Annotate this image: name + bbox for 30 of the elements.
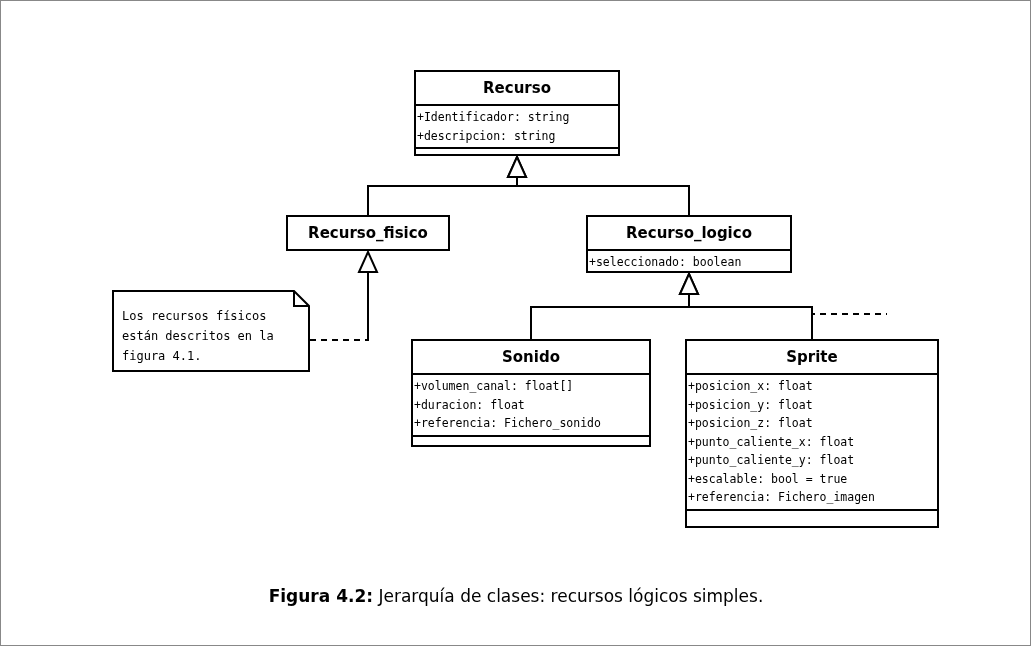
attribute-text: +escalable: bool = true — [688, 470, 849, 488]
attribute-text: +referencia: Fichero_sonido — [414, 415, 602, 432]
class-name: Sonido — [502, 349, 560, 365]
class-box — [411, 339, 651, 447]
class-name: Recurso_logico — [626, 225, 752, 241]
attribute-text: +seleccionado: boolean — [589, 254, 743, 271]
class-name: Sprite — [786, 349, 838, 365]
attribute-text: +posicion_y: float — [688, 396, 814, 414]
attribute-text: +punto_caliente_x: float — [688, 433, 856, 451]
note-shape — [112, 290, 310, 372]
class-box — [414, 70, 620, 156]
attribute-text: +descripcion: string — [417, 127, 557, 145]
dashed-connector — [309, 339, 369, 341]
class-box — [685, 339, 939, 528]
attribute-text: +duracion: float — [414, 396, 526, 414]
note-text: Los recursos físicos están descritos en la figura 4.1. — [122, 308, 274, 365]
attribute-text: +punto_caliente_y: float — [688, 452, 856, 469]
class-box — [586, 215, 792, 273]
generalization-arrow — [358, 251, 378, 342]
attribute-text: +posicion_x: float — [688, 378, 814, 395]
figure-caption: Figura 4.2: Jerarquía de clases: recursos lógicos simples. — [268, 585, 764, 608]
class-box — [286, 215, 450, 251]
attribute-text: +posicion_z: float — [688, 415, 814, 432]
generalization-arrow — [679, 273, 813, 340]
attribute-text: +referencia: Fichero_imagen — [688, 489, 876, 506]
attribute-text: +volumen_canal: float[] — [414, 378, 575, 395]
generalization-arrow — [507, 156, 690, 216]
attribute-text: +Identificador: string — [417, 109, 571, 126]
class-name: Recurso — [483, 80, 551, 96]
class-name: Recurso_fisico — [308, 225, 428, 241]
